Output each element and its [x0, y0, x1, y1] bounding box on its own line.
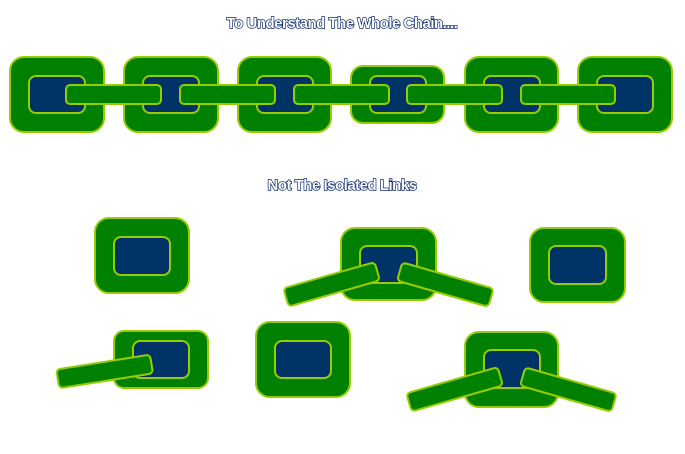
isolated-link [529, 227, 626, 303]
isolated-link-broken [406, 331, 617, 412]
caption-isolated-links: Not The Isolated Links [267, 177, 416, 194]
isolated-link-broken [283, 227, 494, 307]
isolated-link [255, 321, 351, 398]
chain-connector [406, 84, 503, 105]
isolated-link [94, 217, 190, 294]
whole-chain [9, 56, 673, 133]
chain-connector [65, 84, 162, 105]
caption-whole-chain: To Understand The Whole Chain.... [227, 15, 458, 32]
chain-connector [520, 84, 616, 105]
isolated-link-broken [55, 330, 209, 389]
isolated-links [55, 217, 626, 412]
chain-connector [293, 84, 390, 105]
chain-connector [179, 84, 276, 105]
